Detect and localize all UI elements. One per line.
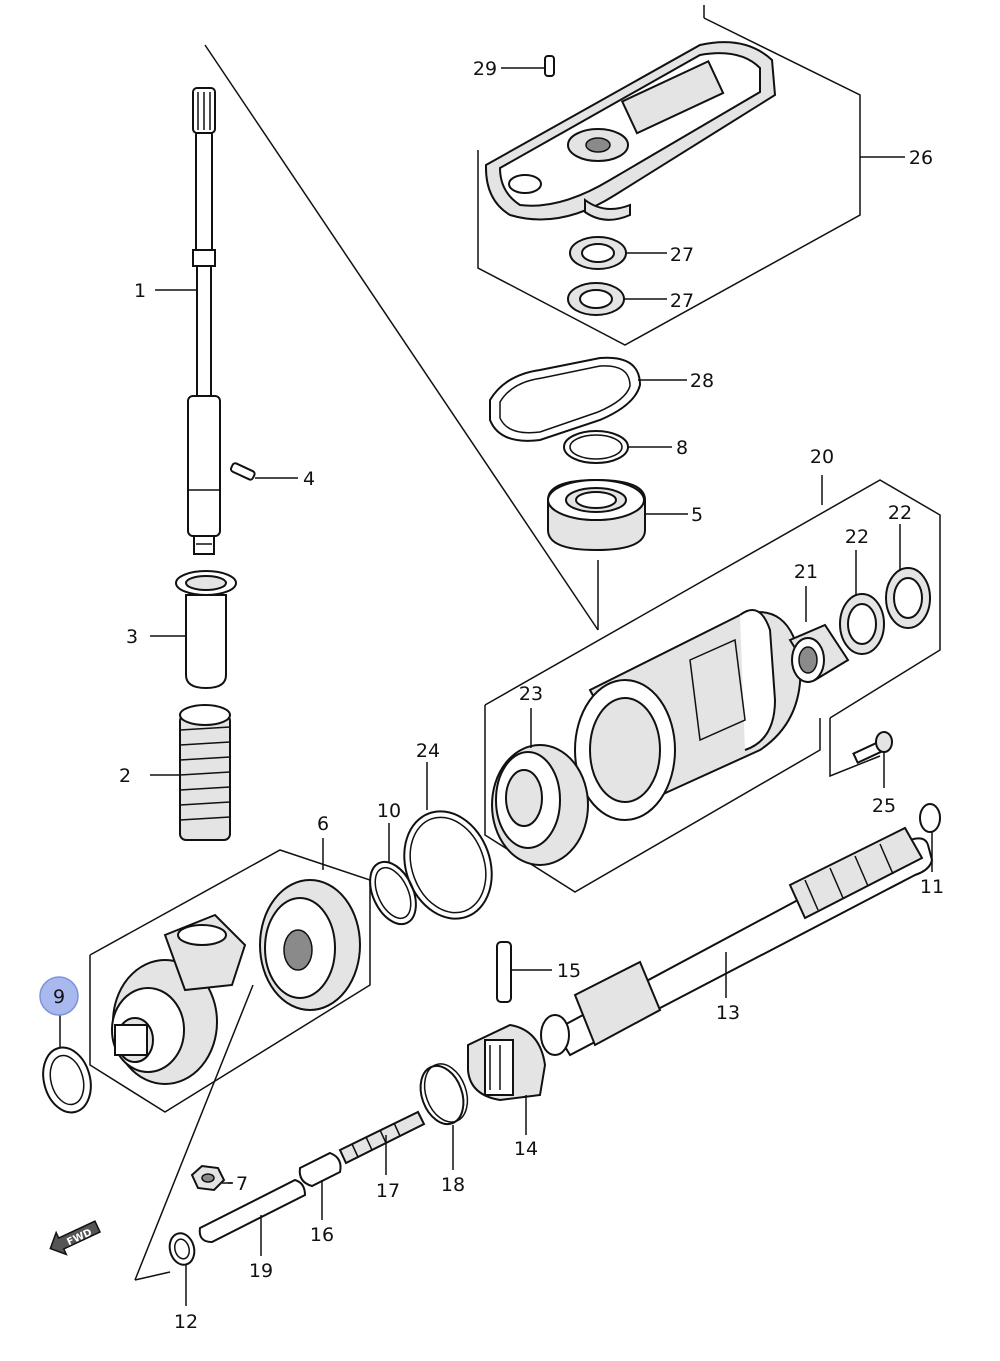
assembly-outlines <box>89 5 941 1281</box>
callout-10[interactable]: 10 <box>377 800 401 822</box>
bearing-5-part[interactable] <box>547 478 646 552</box>
oil-seal-22-left-part[interactable] <box>839 593 885 655</box>
gear-set-6-part[interactable] <box>111 879 361 1085</box>
callout-1[interactable]: 1 <box>134 280 146 302</box>
callout-5[interactable]: 5 <box>691 504 703 526</box>
callout-3[interactable]: 3 <box>126 626 138 648</box>
callout-19[interactable]: 19 <box>249 1260 273 1282</box>
callout-7[interactable]: 7 <box>236 1173 248 1195</box>
callout-12[interactable]: 12 <box>174 1311 198 1333</box>
forward-direction-badge: FWD <box>49 1220 102 1256</box>
shift-rod-19-part[interactable] <box>198 1178 307 1244</box>
o-ring-8-part[interactable] <box>563 430 629 464</box>
clutch-14-part[interactable] <box>467 1023 547 1102</box>
callout-29[interactable]: 29 <box>473 58 497 80</box>
pin-29-part[interactable] <box>544 55 555 77</box>
o-ring-24-part[interactable] <box>390 799 507 931</box>
callout-16[interactable]: 16 <box>310 1224 334 1246</box>
forward-arrow-icon <box>49 1220 102 1256</box>
drive-shaft-1-part[interactable] <box>187 87 221 555</box>
callout-11[interactable]: 11 <box>920 876 944 898</box>
callout-20[interactable]: 20 <box>810 446 834 468</box>
callout-9[interactable]: 9 <box>53 986 65 1008</box>
callout-26[interactable]: 26 <box>909 147 933 169</box>
callout-23[interactable]: 23 <box>519 683 543 705</box>
callout-21[interactable]: 21 <box>794 561 818 583</box>
callout-14[interactable]: 14 <box>514 1138 538 1160</box>
callout-22-left[interactable]: 22 <box>845 526 869 548</box>
snap-ring-11-part[interactable] <box>919 803 941 833</box>
spring-18-part[interactable] <box>413 1058 475 1130</box>
bolt-25-part[interactable] <box>852 731 893 765</box>
callout-labels: 1 2 3 4 5 6 7 8 9 10 11 12 13 14 15 16 1… <box>53 58 944 1333</box>
pin-16-part[interactable] <box>298 1151 342 1188</box>
upper-plate-part[interactable] <box>484 41 777 221</box>
callout-8[interactable]: 8 <box>676 437 688 459</box>
o-ring-10-part[interactable] <box>361 855 425 932</box>
callout-15[interactable]: 15 <box>557 960 581 982</box>
callout-24[interactable]: 24 <box>416 740 440 762</box>
callout-9-highlight <box>39 976 79 1016</box>
spring-2-part[interactable] <box>179 704 231 841</box>
pin-4-part[interactable] <box>229 462 256 481</box>
pin-15-part[interactable] <box>496 941 512 1003</box>
washer-12-part[interactable] <box>166 1230 197 1267</box>
sleeve-3-part[interactable] <box>175 570 237 690</box>
callout-4[interactable]: 4 <box>303 468 315 490</box>
spring-17-part[interactable] <box>338 1110 426 1165</box>
callout-18[interactable]: 18 <box>441 1174 465 1196</box>
leader-lines <box>59 67 933 1306</box>
nut-7-part[interactable] <box>190 1164 226 1192</box>
callout-2[interactable]: 2 <box>119 765 131 787</box>
callout-27-lower[interactable]: 27 <box>670 290 694 312</box>
oil-seal-27-upper-part[interactable] <box>569 236 627 270</box>
oil-seal-27-lower-part[interactable] <box>567 282 625 316</box>
bushing-21-part[interactable] <box>788 623 850 683</box>
gasket-28-part[interactable] <box>489 356 642 442</box>
callout-27-upper[interactable]: 27 <box>670 244 694 266</box>
oil-seal-22-right-part[interactable] <box>885 567 931 629</box>
bearing-23-part[interactable] <box>491 744 589 866</box>
callout-6[interactable]: 6 <box>317 813 329 835</box>
callout-17[interactable]: 17 <box>376 1180 400 1202</box>
callout-25[interactable]: 25 <box>872 795 896 817</box>
shim-9-part[interactable] <box>36 1042 98 1118</box>
propeller-shaft-housing-20-part[interactable] <box>574 609 802 821</box>
callout-13[interactable]: 13 <box>716 1002 740 1024</box>
callout-22-right[interactable]: 22 <box>888 502 912 524</box>
callout-28[interactable]: 28 <box>690 370 714 392</box>
